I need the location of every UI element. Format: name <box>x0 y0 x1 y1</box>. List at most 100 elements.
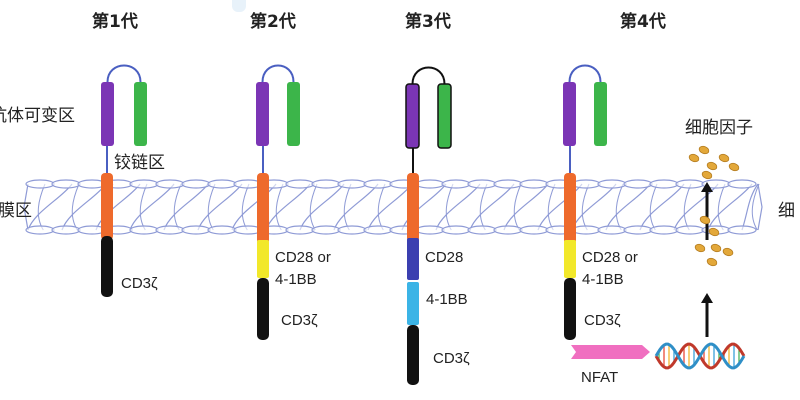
lipid-head-bottom <box>623 225 653 235</box>
membrane-strand <box>741 183 759 231</box>
watermark-artifact <box>232 0 246 12</box>
membrane-strand <box>707 183 753 231</box>
scfv-vh-domain <box>101 82 114 146</box>
membrane-strand <box>479 183 488 231</box>
cytokine-particle-icon <box>718 153 730 163</box>
car-gen4 <box>563 64 607 340</box>
lipid-head-bottom <box>285 225 315 235</box>
membrane-strand <box>37 183 46 231</box>
membrane-strand <box>513 183 522 231</box>
lipid-head-bottom <box>675 225 705 235</box>
membrane-strand <box>309 183 318 231</box>
membrane-strand <box>197 183 243 231</box>
lipid-head-top <box>727 179 757 189</box>
lipid-head-top <box>155 179 185 189</box>
membrane-strand <box>207 183 216 231</box>
scfv-linker <box>411 66 446 85</box>
cytokines-label: 细胞因子 <box>685 118 753 138</box>
car-gen3 <box>405 66 452 385</box>
membrane-strand <box>173 183 182 231</box>
gen1-cd3z-label: CD3ζ <box>121 275 158 292</box>
lipid-head-bottom <box>519 225 549 235</box>
scfv-vl-domain <box>287 82 300 146</box>
cell-membrane-label: 细 <box>778 201 795 221</box>
lipid-head-bottom <box>25 225 55 235</box>
lipid-head-top <box>571 179 601 189</box>
lipid-head-top <box>519 179 549 189</box>
transmembrane-domain <box>564 173 576 244</box>
cytokine-particle-icon <box>688 153 700 163</box>
arrow-up-icon <box>701 293 713 303</box>
domain-cd28 <box>407 238 419 280</box>
lipid-head-top <box>285 179 315 189</box>
domain-cd3- <box>101 236 113 297</box>
lipid-head-bottom <box>155 225 185 235</box>
hinge-region-label: 铰链区 <box>114 153 165 173</box>
membrane-strand <box>401 183 447 231</box>
antibody-variable-region-label: 抗体可变区 <box>0 106 75 126</box>
membrane-strand <box>503 183 549 231</box>
transmembrane-domain <box>101 173 113 240</box>
lipid-head-top <box>337 179 367 189</box>
cytokine-particle-icon <box>722 247 734 257</box>
gen2-costim-label-line1: CD28 or <box>275 249 331 266</box>
lipid-head-bottom <box>363 225 393 235</box>
membrane-strand <box>581 183 590 231</box>
transmembrane-region-label: 膜区 <box>0 201 32 221</box>
lipid-head-bottom <box>181 225 211 235</box>
nfat-label: NFAT <box>581 369 619 386</box>
membrane-end <box>23 183 29 231</box>
lipid-head-bottom <box>597 225 627 235</box>
lipid-head-top <box>311 179 341 189</box>
lipid-head-top <box>363 179 393 189</box>
domain-cd28-or-4-1bb <box>257 240 269 278</box>
domain-cd3- <box>407 325 419 385</box>
lipid-head-top <box>623 179 653 189</box>
gen4-cd3z-label: CD3ζ <box>584 312 621 329</box>
lipid-head-bottom <box>415 225 445 235</box>
membrane-strand <box>717 183 726 231</box>
domain-cd3- <box>564 278 576 340</box>
lipid-head-bottom <box>441 225 471 235</box>
lipid-head-bottom <box>571 225 601 235</box>
lipid-head-bottom <box>311 225 341 235</box>
scfv-vl-domain <box>437 83 452 149</box>
membrane-strand <box>299 183 345 231</box>
cell-membrane <box>23 179 763 235</box>
membrane-strand <box>547 183 556 231</box>
membrane-strand <box>377 183 386 231</box>
membrane-strand <box>605 183 651 231</box>
domain-cd28-or-4-1bb <box>564 240 576 278</box>
lipid-head-bottom <box>649 225 679 235</box>
membrane-strand <box>275 183 284 231</box>
gen3-title: 第3代 <box>405 12 451 32</box>
lipid-head-bottom <box>207 225 237 235</box>
car-gen2 <box>256 64 300 340</box>
gen4-costim-label-line1: CD28 or <box>582 249 638 266</box>
gen2-costim-label-line2: 4-1BB <box>275 271 317 288</box>
lipid-head-top <box>415 179 445 189</box>
scfv-linker <box>568 64 602 83</box>
domain-cd3- <box>257 278 269 340</box>
gen2-cd3z-label: CD3ζ <box>281 312 318 329</box>
lipid-head-top <box>129 179 159 189</box>
lipid-head-top <box>675 179 705 189</box>
scfv-linker <box>261 64 295 83</box>
lipid-head-top <box>649 179 679 189</box>
gen4-title: 第4代 <box>620 12 666 32</box>
cytokine-particle-icon <box>701 170 713 180</box>
cytokine-particle-icon <box>706 257 718 267</box>
scfv-vh-domain <box>405 83 420 149</box>
lipid-head-bottom <box>727 225 757 235</box>
membrane-strand <box>241 183 250 231</box>
cytokine-particle-icon <box>698 145 710 155</box>
membrane-strand <box>615 183 624 231</box>
membrane-strand <box>639 183 685 231</box>
gen4-extras <box>571 145 746 370</box>
lipid-head-top <box>597 179 627 189</box>
lipid-head-top <box>51 179 81 189</box>
scfv-linker <box>106 64 142 83</box>
car-constructs <box>101 64 607 385</box>
gen3-41bb-label: 4-1BB <box>426 291 468 308</box>
gen4-costim-label-line2: 4-1BB <box>582 271 624 288</box>
